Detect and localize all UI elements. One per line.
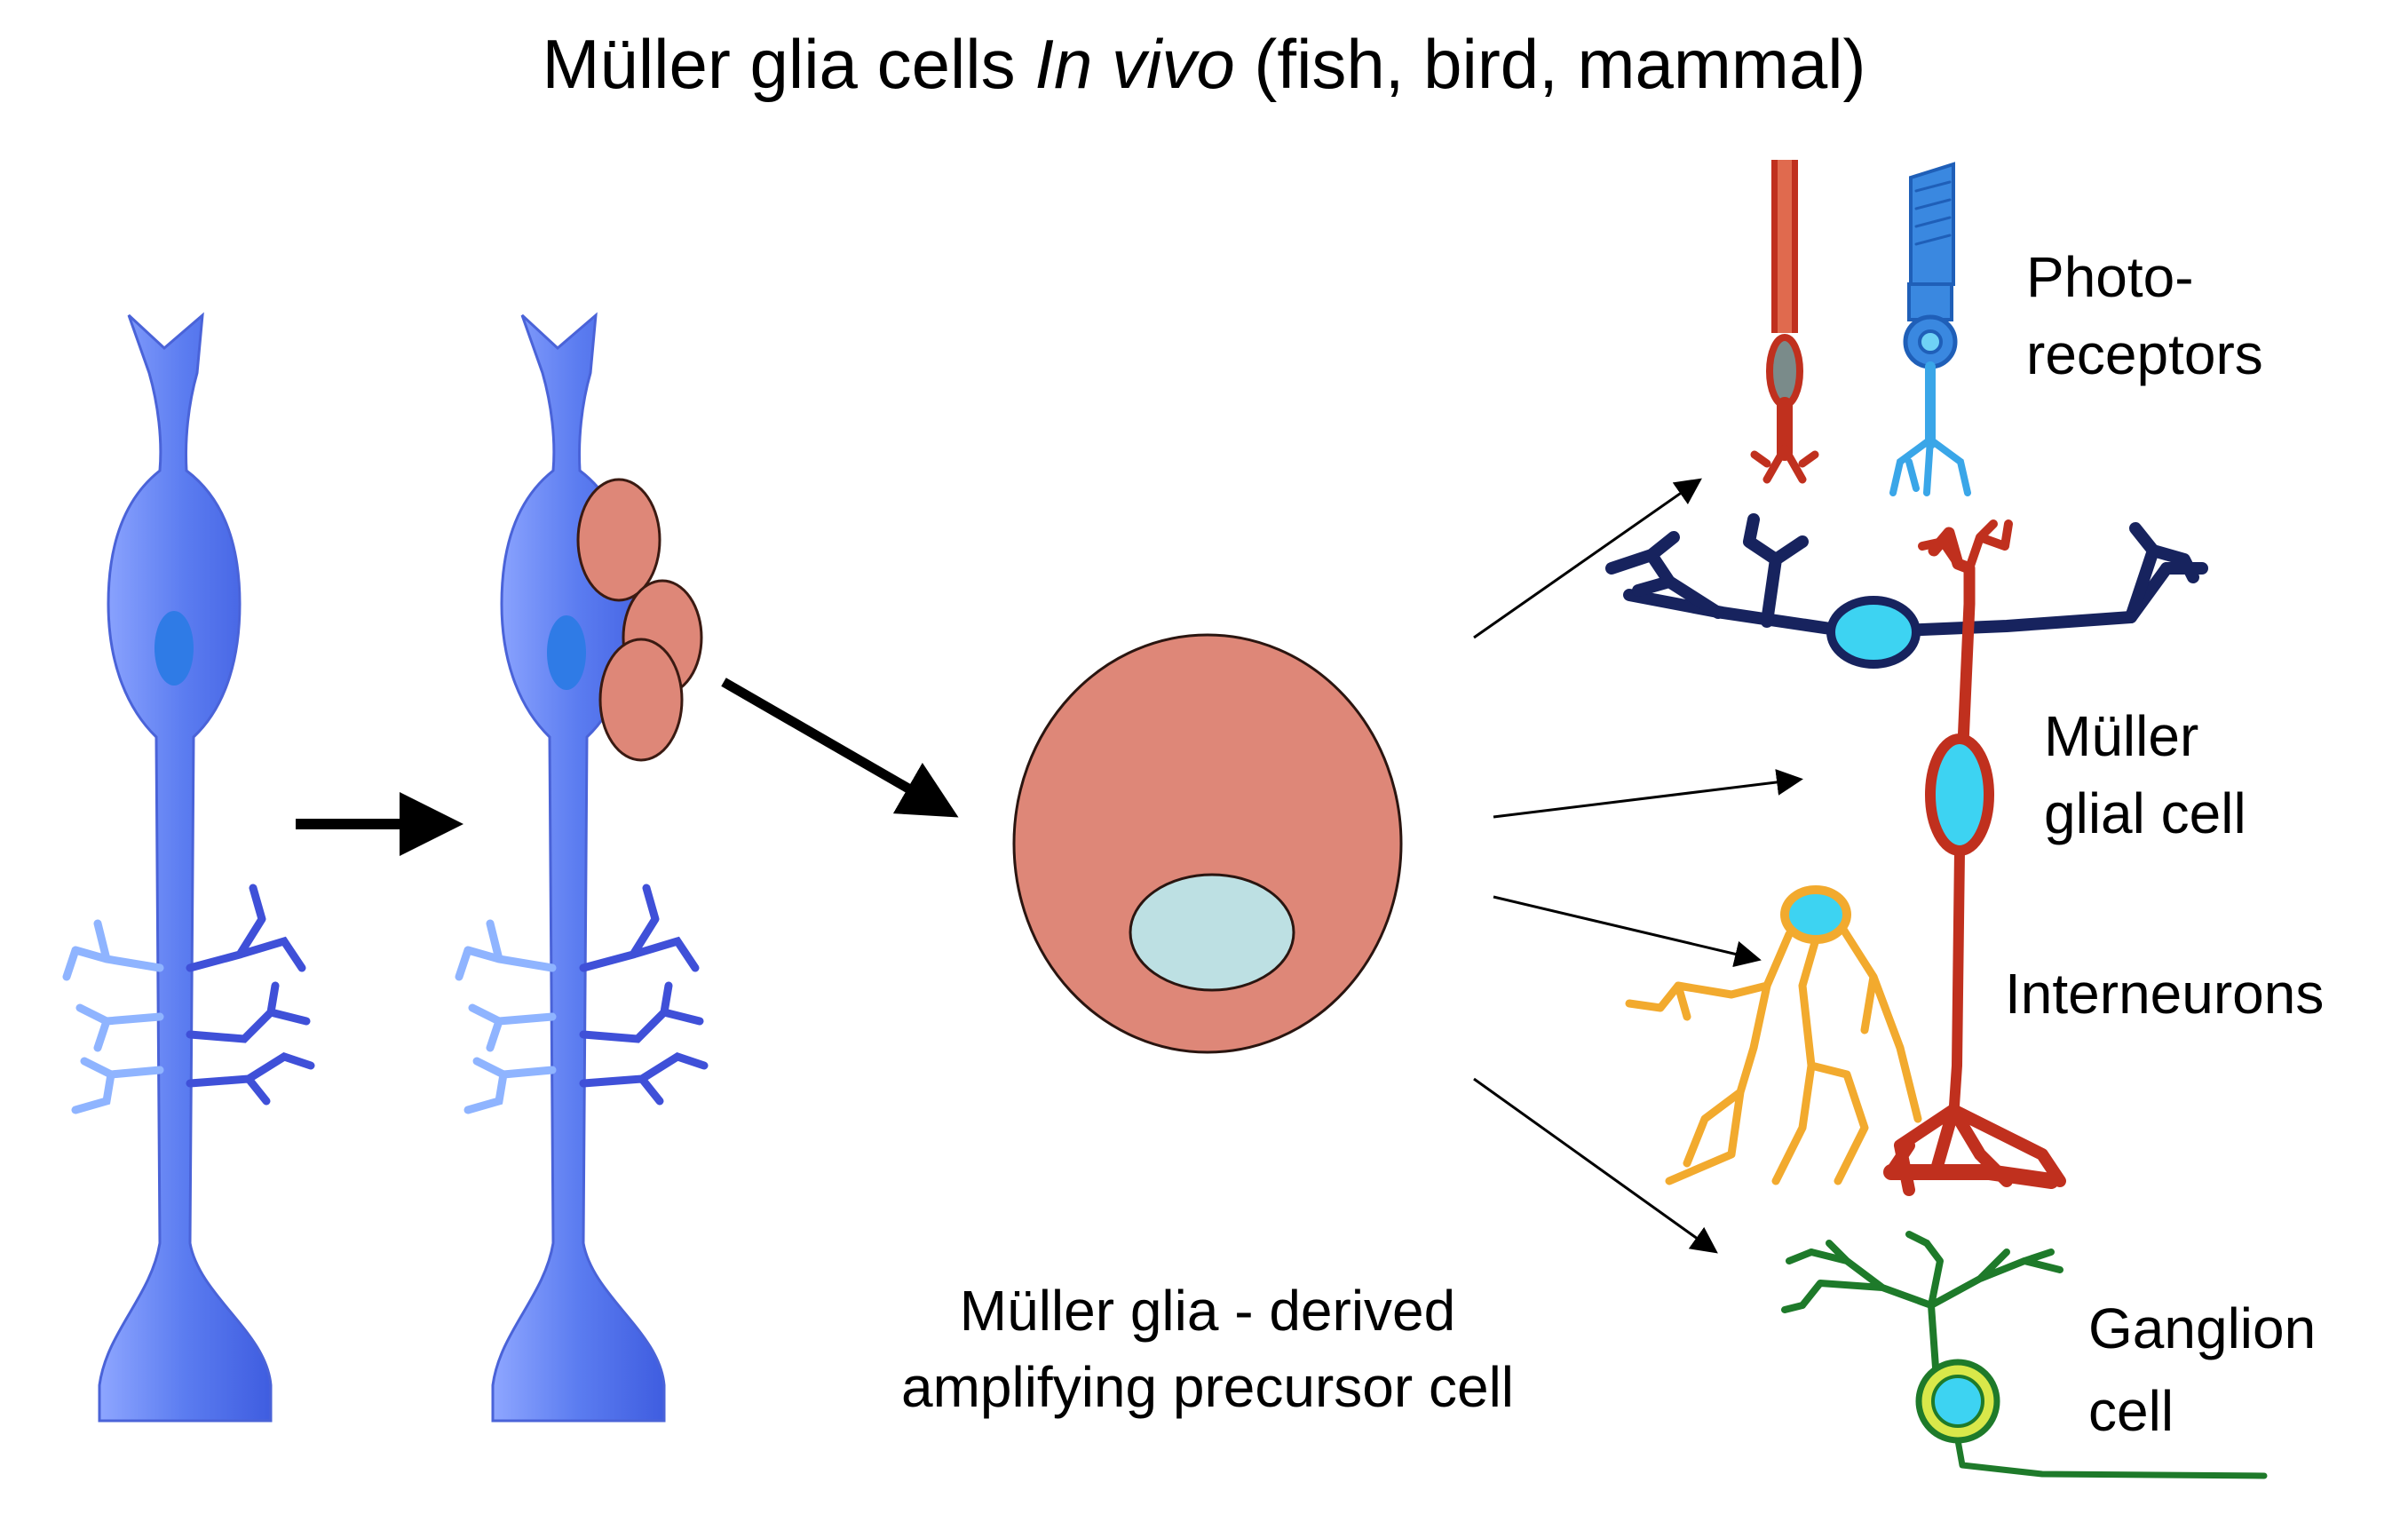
- label-muller-line1: Müller: [2044, 704, 2199, 768]
- label-interneurons: Interneurons: [2005, 962, 2325, 1026]
- cone-photoreceptor: [1889, 162, 1971, 496]
- glia-nucleus-2: [547, 615, 586, 690]
- glia-processes-1: [62, 919, 164, 1114]
- label-ganglion-line2: cell: [2088, 1379, 2174, 1443]
- label-photoreceptors-line1: Photo-: [2026, 245, 2194, 309]
- title-prefix: Müller glia cells: [542, 25, 1035, 103]
- glia-body-1: [98, 312, 273, 1423]
- muller-glial-cell-red: [1883, 519, 2066, 1196]
- rod-photoreceptor: [1750, 160, 1819, 484]
- title-italic: In vivo: [1034, 25, 1235, 103]
- glia-processes-2: [455, 919, 557, 1114]
- progenitor-cells: [576, 478, 703, 762]
- precursor-cell: [1012, 633, 1403, 1054]
- differentiation-arrows: [1473, 478, 1803, 1254]
- glia-nucleus-1: [154, 611, 194, 686]
- label-photoreceptors-line2: receptors: [2026, 322, 2263, 386]
- label-precursor-line1: Müller glia - derived: [959, 1279, 1456, 1343]
- glia-body-2: [491, 312, 666, 1423]
- horizontal-interneuron: [1605, 513, 2208, 669]
- orange-interneuron: [1625, 885, 1922, 1185]
- label-precursor-line2: amplifying precursor cell: [900, 1355, 1515, 1419]
- diagram-title: Müller glia cells In vivo (fish, bird, m…: [0, 20, 2408, 108]
- title-suffix: (fish, bird, mammal): [1234, 25, 1866, 103]
- label-muller-line2: glial cell: [2044, 781, 2246, 845]
- muller-glia-cell-1: [62, 312, 315, 1423]
- arrow-to-precursor: [721, 678, 959, 818]
- muller-glia-cell-2: [455, 312, 709, 1423]
- ganglion-cell: [1781, 1231, 2268, 1479]
- label-ganglion-line1: Ganglion: [2088, 1296, 2317, 1360]
- precursor-nucleus: [1129, 873, 1295, 992]
